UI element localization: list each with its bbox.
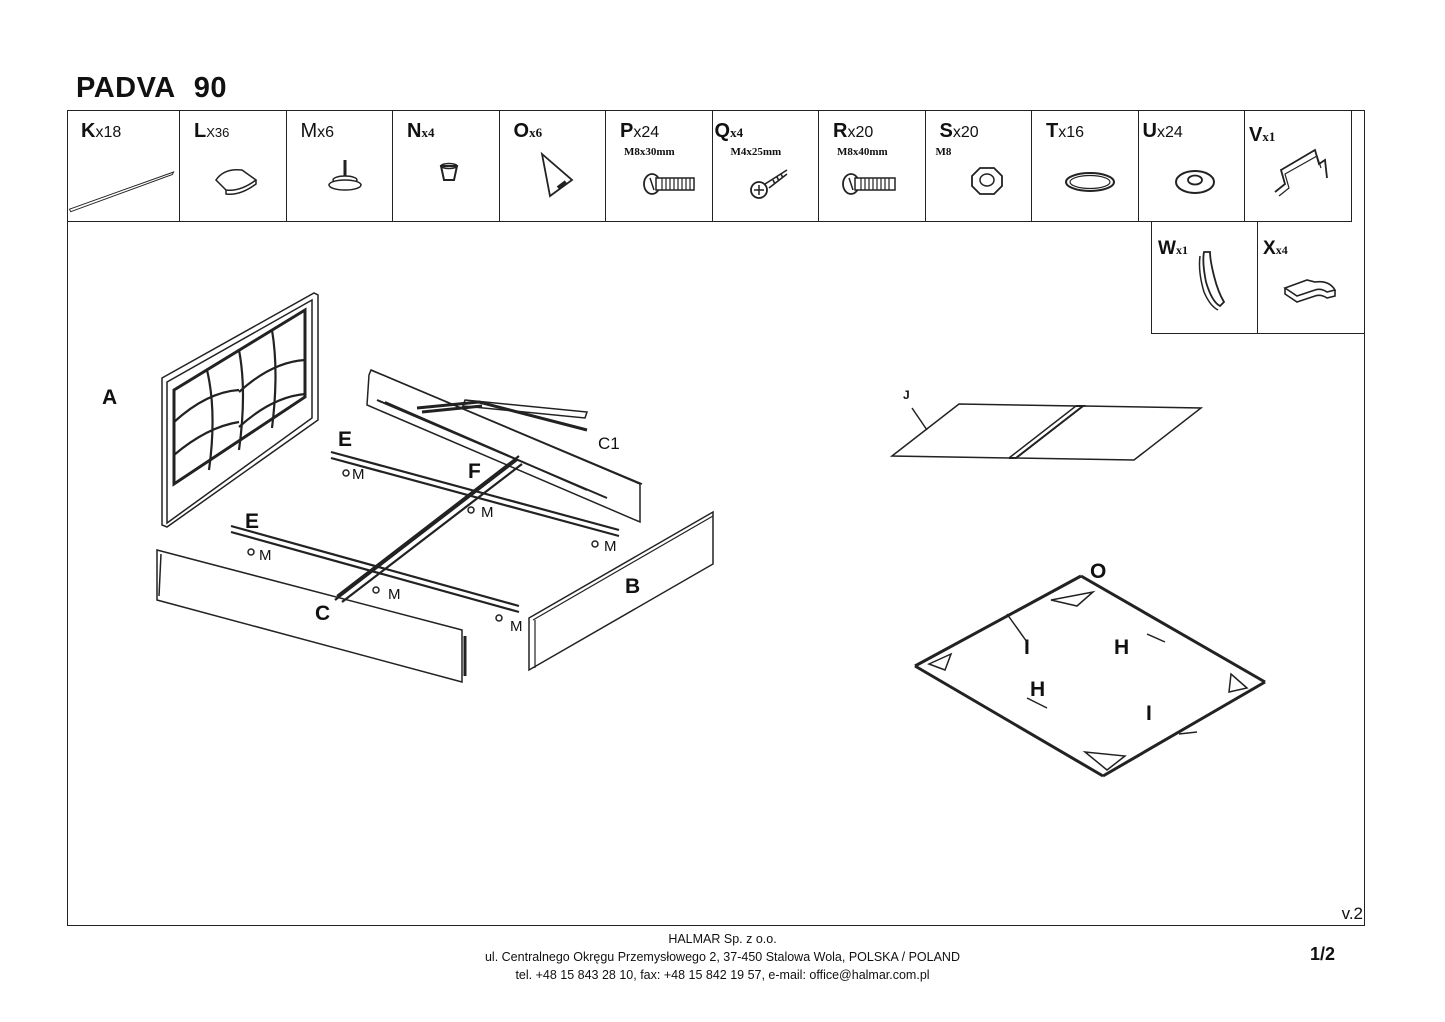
part-n: Nx4 <box>393 110 500 222</box>
spring-washer-icon <box>1065 172 1115 192</box>
label-e-1: E <box>338 428 353 451</box>
bolt-icon <box>643 173 695 195</box>
label-m-2: M <box>481 504 494 521</box>
part-s: Sx20 M8 <box>925 110 1032 222</box>
label-j: J <box>903 388 910 402</box>
parts-table: Kx18 LX36 Mx6 Nx4 Ox6 Px24 <box>67 110 1352 222</box>
page-number: 1/2 <box>1310 944 1336 964</box>
version-label: v.2 <box>1341 904 1363 923</box>
label-m-3: M <box>604 538 617 555</box>
label-m-4: M <box>259 547 272 564</box>
slat-cap-icon <box>215 168 258 196</box>
allen-key-icon <box>1198 251 1226 311</box>
label-m-5: M <box>388 586 401 603</box>
document-title: PADVA 90 <box>76 72 227 105</box>
footer-company: HALMAR Sp. z o.o. <box>668 932 777 946</box>
part-m: Mx6 <box>286 110 393 222</box>
part-l: LX36 <box>180 110 287 222</box>
feet-markers <box>247 469 599 622</box>
part-q: Qx4 M4x25mm <box>712 110 819 222</box>
bracket-icon <box>1274 148 1328 197</box>
model-name: PADVA <box>76 72 176 104</box>
nut-icon <box>970 167 1003 195</box>
part-t: Tx16 <box>1032 110 1139 222</box>
label-a: A <box>102 386 118 409</box>
label-m-1: M <box>352 466 365 483</box>
footer: HALMAR Sp. z o.o. ul. Centralnego Okręgu… <box>0 930 1445 984</box>
instruction-frame <box>67 110 1365 926</box>
footer-address: ul. Centralnego Okręgu Przemysłowego 2, … <box>484 950 960 964</box>
corner-pad-icon <box>1283 279 1337 303</box>
label-i-2: I <box>1146 702 1152 725</box>
label-c1: C1 <box>598 434 620 453</box>
washer-icon <box>1174 170 1215 194</box>
model-size: 90 <box>193 72 227 104</box>
part-x: Xx4 <box>1257 222 1365 334</box>
adjustable-foot-icon <box>327 160 362 191</box>
part-w: Wx1 <box>1151 222 1258 334</box>
label-h-2: H <box>1030 678 1046 701</box>
label-e-2: E <box>245 510 260 533</box>
label-b: B <box>625 575 641 598</box>
screw-icon <box>749 169 787 199</box>
slat-icon <box>68 171 175 213</box>
part-p: Px24 M8x30mm <box>606 110 713 222</box>
label-c: C <box>315 602 331 625</box>
part-v: Vx1 <box>1245 110 1352 222</box>
label-h-1: H <box>1114 636 1130 659</box>
label-m-6: M <box>510 618 523 635</box>
part-r: Rx20 M8x40mm <box>819 110 926 222</box>
part-u: Ux24 <box>1138 110 1245 222</box>
part-k: Kx18 <box>67 110 180 222</box>
bolt-icon <box>842 173 896 195</box>
footer-contact: tel. +48 15 843 28 10, fax: +48 15 842 1… <box>515 968 930 982</box>
part-o: Ox6 <box>499 110 606 222</box>
label-i-1: I <box>1024 636 1030 659</box>
label-o: O <box>1090 560 1107 583</box>
assembly-diagram <box>156 292 1266 778</box>
headboard <box>161 292 319 528</box>
cap-icon <box>439 162 459 181</box>
label-f: F <box>468 460 481 483</box>
corner-bracket-icon <box>540 151 573 198</box>
